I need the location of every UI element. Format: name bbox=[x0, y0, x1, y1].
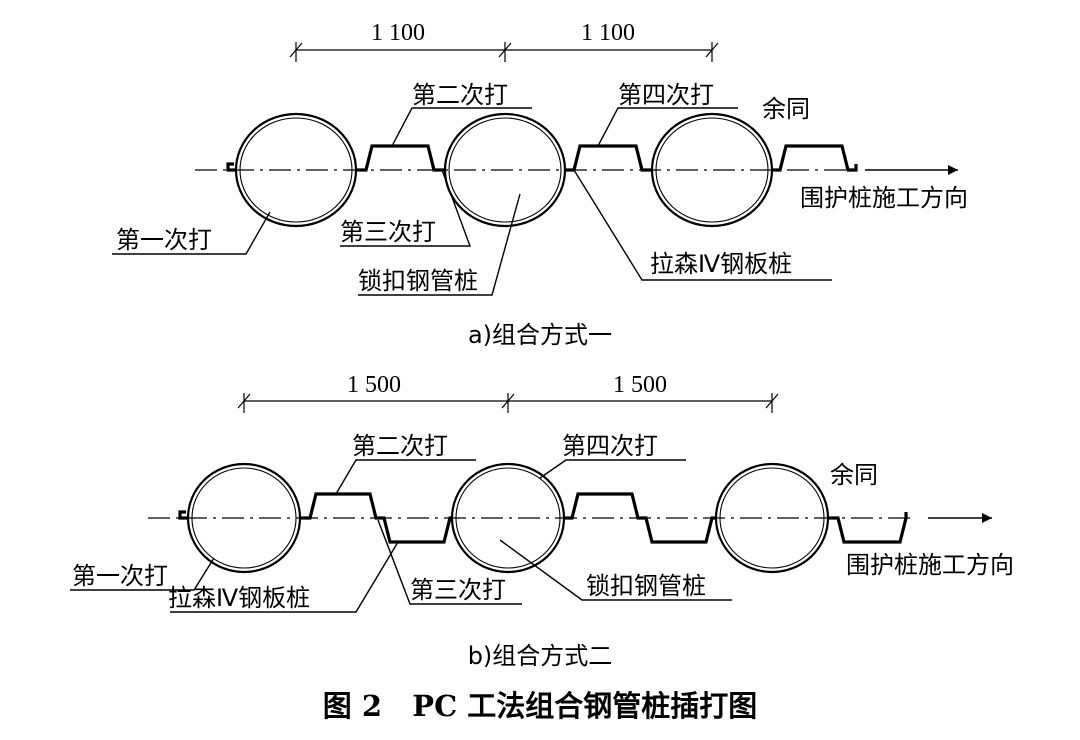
leader-pipe-a bbox=[358, 193, 521, 296]
label-direction-b: 围护桩施工方向 bbox=[846, 551, 1014, 579]
sheet-pile-b-left-stub bbox=[178, 510, 188, 520]
label-pipe-pile-b: 锁扣钢管桩 bbox=[586, 572, 706, 600]
label-first-drive-b: 第一次打 bbox=[72, 562, 168, 590]
label-fourth-drive-b: 第四次打 bbox=[562, 432, 658, 460]
leader-fourth-a bbox=[597, 107, 738, 147]
panel-b: 1 500 1 500 bbox=[70, 372, 1014, 670]
caption-b: b)组合方式二 bbox=[468, 642, 613, 670]
label-second-drive-b: 第二次打 bbox=[352, 432, 448, 460]
label-second-drive-a: 第二次打 bbox=[412, 81, 508, 109]
dimension-label-b1: 1 500 bbox=[347, 372, 401, 398]
sheet-pile-a1 bbox=[356, 144, 446, 172]
leader-sheet-a bbox=[573, 169, 832, 281]
sheet-pile-a-left-stub bbox=[226, 162, 236, 172]
leader-sheet-b bbox=[170, 541, 399, 613]
label-fourth-drive-a: 第四次打 bbox=[618, 81, 714, 109]
sheet-pile-b2 bbox=[564, 492, 716, 544]
dimension-label-b2: 1 500 bbox=[613, 372, 667, 398]
label-direction-a: 围护桩施工方向 bbox=[800, 184, 968, 212]
leader-second-b bbox=[335, 459, 476, 495]
sheet-pile-b3 bbox=[828, 512, 908, 544]
leader-second-a bbox=[391, 107, 532, 147]
dimension-line-b bbox=[237, 393, 779, 413]
label-third-drive-b: 第三次打 bbox=[410, 576, 506, 604]
direction-arrow-a bbox=[865, 165, 958, 175]
figure-title: 图 2 PC 工法组合钢管桩插打图 bbox=[323, 689, 758, 723]
sheet-pile-a3 bbox=[772, 144, 858, 172]
leader-first-b bbox=[70, 557, 215, 591]
label-sheet-pile-a: 拉森Ⅳ钢板桩 bbox=[650, 250, 792, 278]
leader-pipe-b bbox=[499, 539, 732, 601]
label-pipe-pile-a: 锁扣钢管桩 bbox=[358, 267, 478, 295]
label-same-a: 余同 bbox=[762, 95, 810, 123]
label-first-drive-a: 第一次打 bbox=[116, 226, 212, 254]
leader-fourth-b bbox=[539, 459, 686, 479]
caption-a: a)组合方式一 bbox=[468, 321, 612, 349]
dimension-line-a bbox=[289, 42, 719, 62]
sheet-pile-b1 bbox=[300, 492, 452, 544]
leader-third-a bbox=[340, 169, 472, 247]
label-same-b: 余同 bbox=[830, 461, 878, 489]
dimension-label-a2: 1 100 bbox=[581, 20, 635, 46]
leader-third-b bbox=[377, 519, 522, 605]
sheet-pile-a2 bbox=[565, 144, 652, 172]
direction-arrow-b bbox=[928, 513, 992, 523]
panel-a: 1 100 1 100 bbox=[112, 20, 968, 349]
dimension-label-a1: 1 100 bbox=[371, 20, 425, 46]
leader-first-a bbox=[112, 211, 271, 255]
label-sheet-pile-b: 拉森Ⅳ钢板桩 bbox=[168, 584, 310, 612]
label-third-drive-a: 第三次打 bbox=[340, 218, 436, 246]
